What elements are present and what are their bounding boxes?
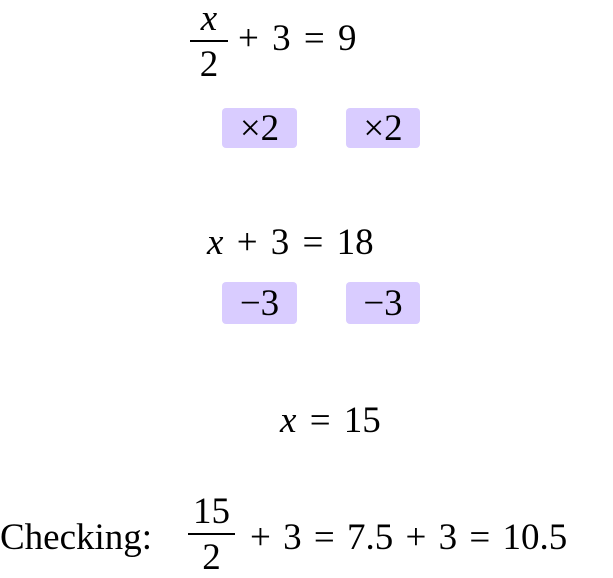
checking-label: Checking: [0, 517, 153, 558]
fraction-x-over-2: x 2 [190, 0, 228, 83]
operation-box-left: ×2 [222, 108, 297, 149]
denominator: 2 [202, 537, 221, 578]
denominator: 2 [199, 44, 219, 85]
checking-rest: + 3 = 7.5 + 3 = 10.5 [250, 517, 568, 558]
operation-box-right: ×2 [346, 108, 420, 149]
equation-2: x + 3 = 18 [207, 224, 374, 261]
variable: x [280, 400, 297, 441]
operation-box-right: −3 [346, 282, 420, 324]
fraction-bar [188, 533, 235, 535]
operation-box-left: −3 [222, 282, 297, 324]
numerator: 15 [193, 491, 230, 532]
fraction-bar [190, 40, 228, 42]
equation-3: x = 15 [280, 402, 381, 439]
equation-1-rest: + 3 = 9 [238, 18, 357, 59]
fraction-15-over-2: 15 2 [188, 493, 235, 576]
equation-2-rest: + 3 = 18 [236, 222, 374, 263]
variable: x [207, 222, 224, 263]
equation-3-rest: = 15 [309, 400, 381, 441]
numerator: x [200, 0, 218, 39]
